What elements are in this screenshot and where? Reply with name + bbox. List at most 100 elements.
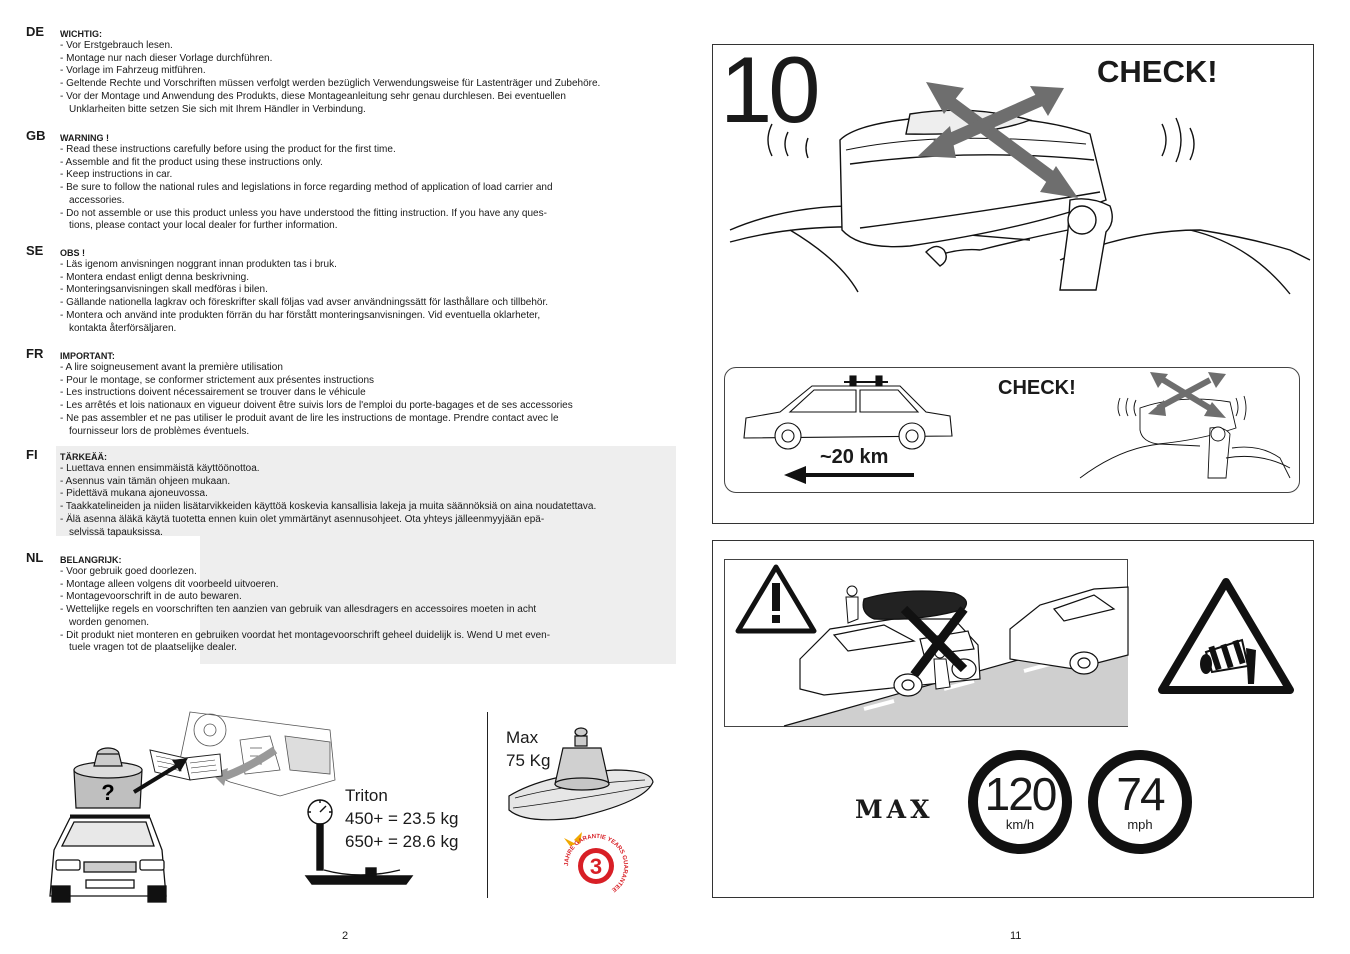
roof-box-weight-illustration <box>508 727 654 821</box>
instruction-line: - Älä asenna äläkä käytä tuotetta ennen … <box>60 513 545 525</box>
instruction-line: - Monteringsanvisningen skall medföras i… <box>60 284 268 296</box>
section-heading: WICHTIG: <box>60 29 102 39</box>
instruction-line: - Les arrêtés et lois nationaux en vigue… <box>60 400 573 412</box>
divider <box>487 712 488 898</box>
instruction-line: - Dit produkt niet monteren en gebruiken… <box>60 629 551 641</box>
language-code: SE <box>26 243 44 258</box>
section-de: DE WICHTIG:- Vor Erstgebrauch lesen.- Mon… <box>22 24 662 116</box>
speed-limit-kmh-sign: 120 km/h <box>968 750 1072 854</box>
triton-450-weight: 450+ = 23.5 kg <box>345 809 459 828</box>
instruction-line: - Pour le montage, se conformer strictem… <box>60 374 375 386</box>
question-mark: ? <box>101 780 114 805</box>
section-heading: TÄRKEÄÄ: <box>60 452 107 462</box>
roof-box-check-small-illustration <box>1079 372 1291 479</box>
distance-label: ~20 km <box>820 446 889 468</box>
section-gb: GB WARNING !- Read these instructions car… <box>22 128 662 233</box>
instruction-line: - Geltende Rechte und Vorschriften müsse… <box>60 78 601 90</box>
crosswind-warning-icon <box>1158 578 1294 694</box>
section-heading: OBS ! <box>60 248 86 258</box>
instruction-line: worden genomen. <box>69 616 150 628</box>
instruction-line: - A lire soigneusement avant la première… <box>60 362 283 373</box>
guarantee-badge: 3 JAHRE GARANTIE YEARS GUARANTEE <box>564 832 628 893</box>
driving-warning-panel <box>712 540 1314 898</box>
instruction-line: - Keep instructions in car. <box>60 169 173 181</box>
section-body: BELANGRIJK:- Voor gebruik goed doorlezen… <box>60 554 662 655</box>
section-body: TÄRKEÄÄ:- Luettava ennen ensimmäistä käy… <box>60 451 662 539</box>
section-nl: NL BELANGRIJK:- Voor gebruik goed doorlez… <box>22 550 662 655</box>
section-heading: IMPORTANT: <box>60 351 115 361</box>
instruction-line: - Vorlage im Fahrzeug mitführen. <box>60 65 206 77</box>
shaded-background <box>200 446 676 664</box>
speed-kmh-value: 120 <box>984 768 1058 820</box>
instruction-line: - Montagevoorschrift in de auto bewaren. <box>60 591 242 603</box>
page-number-right: 11 <box>1010 930 1022 942</box>
road-warning-illustration <box>724 559 1129 727</box>
section-body: WARNING !- Read these instructions caref… <box>60 132 662 233</box>
language-code: NL <box>26 550 44 565</box>
speed-kmh-unit: km/h <box>1005 817 1035 832</box>
car-weight-manual-illustration: ? <box>49 711 336 903</box>
instruction-line: - Ne pas assembler et ne pas utiliser le… <box>60 412 559 424</box>
instruction-line: fournisseur lors de problèmes éventuels. <box>69 425 250 437</box>
instruction-line: accessories. <box>69 194 125 206</box>
speed-limit-mph-sign: 74 mph <box>1088 750 1192 854</box>
instruction-line: - Montera endast enligt denna beskrivnin… <box>60 271 250 283</box>
max-speed-label: MAX <box>855 795 934 824</box>
instruction-line: - Pidettävä mukana ajoneuvossa. <box>60 488 208 500</box>
section-se: SE OBS !- Läs igenom anvisningen noggrant… <box>22 243 662 335</box>
triton-650-weight: 650+ = 28.6 kg <box>345 832 459 851</box>
instruction-line: - Do not assemble or use this product un… <box>60 207 547 219</box>
car-side-illustration <box>743 375 953 450</box>
language-code: DE <box>26 24 45 39</box>
section-fi: FI TÄRKEÄÄ:- Luettava ennen ensimmäistä k… <box>22 447 662 539</box>
section-heading: WARNING ! <box>60 133 109 143</box>
step-10-panel <box>712 44 1314 524</box>
language-code: GB <box>26 128 46 143</box>
triton-name: Triton <box>345 786 388 805</box>
instruction-line: - Montage alleen volgens dit voorbeeld u… <box>60 578 279 590</box>
section-body: OBS !- Läs igenom anvisningen noggrant i… <box>60 247 662 335</box>
instruction-line: - Asennus vain tämän ohjeen mukaan. <box>60 475 231 487</box>
instruction-line: - Gällande nationella lagkrav och föresk… <box>60 297 549 309</box>
max-load-label: Max 75 Kg <box>506 726 550 772</box>
max-load-value: 75 Kg <box>506 751 551 770</box>
max-label: Max <box>506 728 539 747</box>
instruction-line: - Montage nur nach dieser Vorlage durchf… <box>60 52 273 64</box>
roof-box-check-illustration <box>729 82 1311 295</box>
section-heading: BELANGRIJK: <box>60 555 122 565</box>
instruction-line: Unklarheiten bitte setzen Sie sich mit I… <box>69 103 366 115</box>
check-subheading: CHECK! <box>998 377 1076 399</box>
instruction-line: kontakta återförsäljaren. <box>69 322 177 334</box>
instruction-line: - Vor Erstgebrauch lesen. <box>60 40 173 51</box>
language-code: FR <box>26 346 44 361</box>
instruction-line: - Be sure to follow the national rules a… <box>60 182 553 194</box>
instruction-line: - Voor gebruik goed doorlezen. <box>60 566 197 577</box>
check-after-20km-panel <box>724 367 1300 493</box>
section-body: WICHTIG:- Vor Erstgebrauch lesen.- Monta… <box>60 28 662 116</box>
guarantee-years: 3 <box>590 854 602 879</box>
instruction-line: tuele vragen tot de plaatselijke dealer. <box>69 642 237 654</box>
instruction-line: - Läs igenom anvisningen noggrant innan … <box>60 259 337 270</box>
speed-mph-unit: mph <box>1127 817 1153 832</box>
step-number: 10 <box>720 37 821 142</box>
instruction-line: - Wettelijke regels en voorschriften ten… <box>60 604 537 616</box>
instruction-line: - Read these instructions carefully befo… <box>60 144 396 155</box>
instruction-line: - Les instructions doivent nécessairemen… <box>60 387 366 399</box>
section-fr: FR IMPORTANT:- A lire soigneusement avant… <box>22 346 662 438</box>
instruction-line: - Montera och använd inte produkten förr… <box>60 309 541 321</box>
check-heading: CHECK! <box>1097 54 1218 89</box>
instruction-line: selvissä tapauksissa. <box>69 526 163 538</box>
shaded-background <box>56 446 206 536</box>
instruction-line: - Assemble and fit the product using the… <box>60 156 323 168</box>
instruction-line: tions, please contact your local dealer … <box>69 220 338 232</box>
section-body: IMPORTANT:- A lire soigneusement avant l… <box>60 350 662 438</box>
language-code: FI <box>26 447 38 462</box>
page-number-left: 2 <box>342 930 349 942</box>
speed-mph-value: 74 <box>1116 768 1165 820</box>
left-arrow-icon <box>784 466 914 484</box>
scale-illustration <box>304 799 414 885</box>
instruction-line: - Vor der Montage und Anwendung des Prod… <box>60 90 566 102</box>
instruction-line: - Taakkatelineiden ja niiden lisätarvikk… <box>60 501 597 513</box>
triton-weights: Triton 450+ = 23.5 kg 650+ = 28.6 kg <box>345 784 458 853</box>
instruction-line: - Luettava ennen ensimmäistä käyttöönott… <box>60 463 260 474</box>
